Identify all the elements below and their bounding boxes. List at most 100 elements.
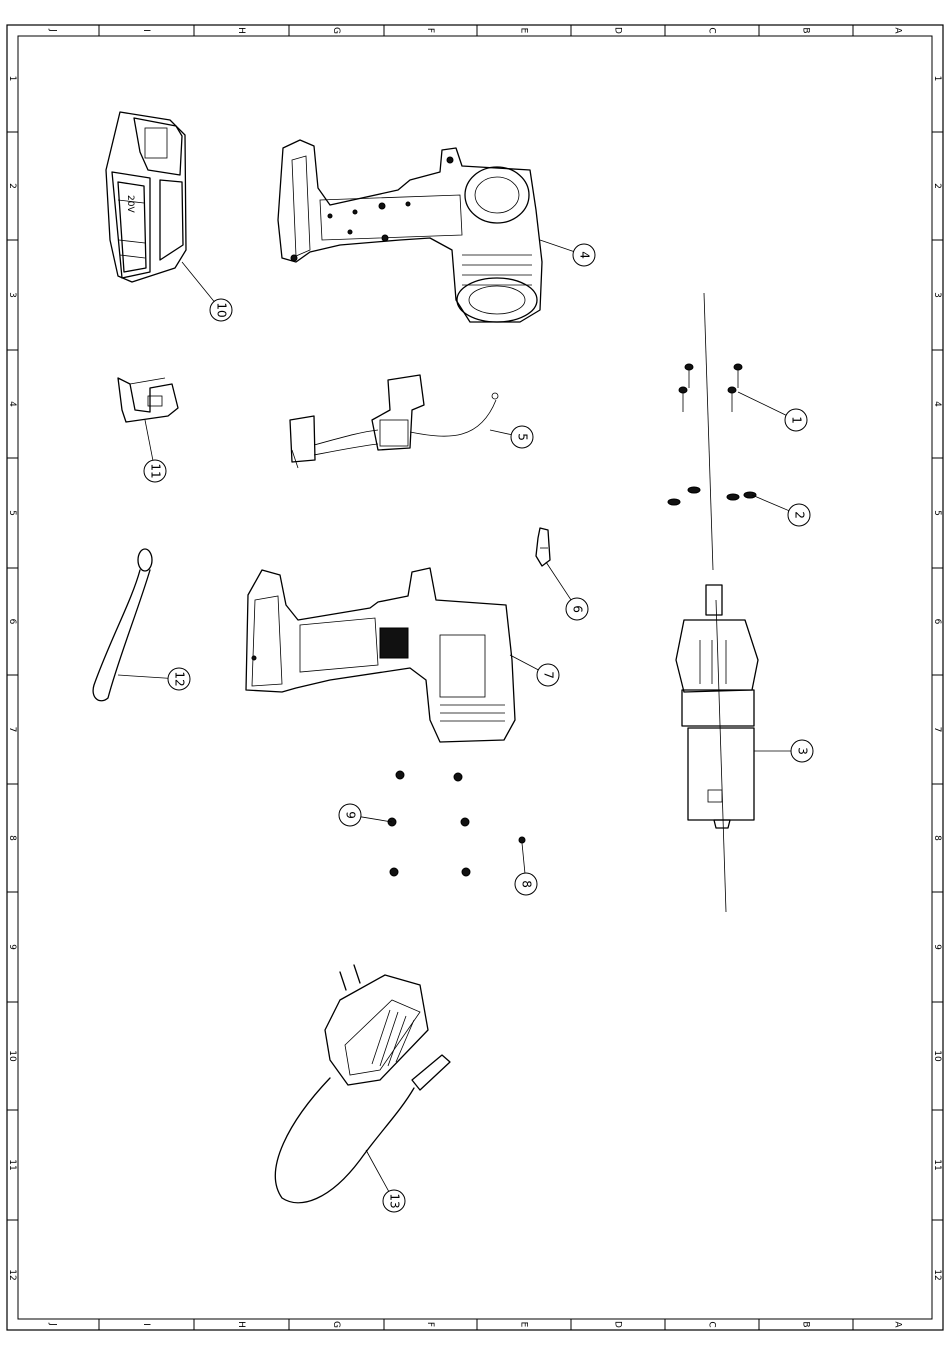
callout-9: 9 <box>339 804 392 826</box>
row-label: 10 <box>7 1050 17 1062</box>
row-label: 5 <box>932 510 942 516</box>
column-label: B <box>801 27 811 33</box>
row-label: 12 <box>7 1269 17 1280</box>
row-label: 9 <box>932 944 942 950</box>
leader-line <box>361 817 392 822</box>
column-label: J <box>48 28 58 32</box>
drawing-frame <box>7 25 943 1330</box>
leader-line <box>182 262 214 301</box>
callout-number: 13 <box>388 1193 402 1208</box>
row-label: 5 <box>7 510 17 516</box>
row-label: 6 <box>932 619 942 625</box>
column-label: A <box>893 27 903 34</box>
column-label: C <box>707 1321 717 1327</box>
direction-lever-drawing <box>536 528 550 566</box>
callout-1: 1 <box>738 392 807 431</box>
row-label: 7 <box>7 727 17 733</box>
row-label: 12 <box>932 1269 942 1280</box>
row-label: 7 <box>932 727 942 733</box>
column-label: E <box>519 28 529 34</box>
column-label: F <box>425 1322 435 1327</box>
screws-and-nuts-drawing <box>668 364 756 505</box>
row-label: 2 <box>932 183 942 189</box>
row-label: 8 <box>932 835 942 841</box>
leader-line <box>540 240 574 251</box>
row-label: 8 <box>7 835 17 841</box>
column-label: D <box>613 27 623 34</box>
callout-number: 10 <box>215 302 229 317</box>
column-label: I <box>141 29 151 32</box>
column-label: E <box>519 1322 529 1328</box>
column-label: G <box>331 27 341 34</box>
leader-line <box>546 562 571 600</box>
callout-13: 13 <box>366 1150 405 1212</box>
callout-number: 4 <box>578 251 592 259</box>
leader-line <box>522 843 525 873</box>
column-label: B <box>801 1321 811 1327</box>
callout-number: 6 <box>571 605 585 613</box>
housing-right-drawing <box>246 568 515 742</box>
callout-6: 6 <box>546 562 588 620</box>
callout-number: 8 <box>520 880 534 888</box>
charger-drawing <box>275 965 450 1203</box>
callout-number: 5 <box>516 433 530 441</box>
leader-line <box>145 420 153 460</box>
callout-number: 7 <box>542 671 556 679</box>
column-label: D <box>613 1321 623 1328</box>
column-label: H <box>236 1321 246 1328</box>
lanyard-drawing <box>93 549 152 701</box>
leader-line <box>490 430 511 435</box>
row-label: 6 <box>7 619 17 625</box>
callout-number: 12 <box>173 671 187 686</box>
callout-2: 2 <box>752 495 810 526</box>
motor-gearbox-drawing <box>676 293 758 912</box>
row-label: 1 <box>7 76 17 82</box>
row-label: 3 <box>7 292 17 298</box>
column-label: H <box>236 27 246 34</box>
callout-12: 12 <box>118 668 190 690</box>
row-label: 3 <box>932 292 942 298</box>
callout-number: 11 <box>149 463 163 478</box>
leader-line <box>738 392 786 415</box>
callout-number: 2 <box>793 511 807 519</box>
column-label: C <box>707 27 717 33</box>
column-label: I <box>141 1323 151 1326</box>
row-label: 10 <box>932 1050 942 1062</box>
callout-3: 3 <box>754 740 813 762</box>
row-label: 4 <box>932 401 942 407</box>
column-label: J <box>48 1322 58 1326</box>
callout-10: 10 <box>182 262 232 321</box>
belt-clip-drawing <box>118 378 178 422</box>
battery-drawing: 20V <box>106 112 186 282</box>
column-label: G <box>331 1321 341 1328</box>
column-label: F <box>425 28 435 33</box>
leader-line <box>118 675 168 678</box>
column-label: A <box>893 1321 903 1328</box>
switch-drawing <box>290 375 498 468</box>
leader-line <box>752 495 789 511</box>
leader-line <box>510 655 538 670</box>
callout-5: 5 <box>490 426 533 448</box>
row-label: 9 <box>7 944 17 950</box>
leader-line <box>366 1150 389 1191</box>
battery-voltage-label: 20V <box>125 195 135 213</box>
row-label: 11 <box>7 1159 17 1170</box>
column-labels-bottom: JIHGFEDCBA <box>48 1319 903 1330</box>
row-label: 1 <box>932 76 942 82</box>
housing-left-drawing <box>278 140 542 322</box>
callout-4: 4 <box>540 240 595 266</box>
row-label: 11 <box>932 1159 942 1170</box>
row-label: 4 <box>7 401 17 407</box>
callout-11: 11 <box>144 420 166 482</box>
callout-number: 3 <box>796 747 810 755</box>
housing-screws-drawing <box>388 771 525 876</box>
callout-7: 7 <box>510 655 559 686</box>
callout-number: 9 <box>344 811 358 819</box>
callout-8: 8 <box>515 843 537 895</box>
callout-number: 1 <box>790 416 804 424</box>
row-label: 2 <box>7 183 17 189</box>
